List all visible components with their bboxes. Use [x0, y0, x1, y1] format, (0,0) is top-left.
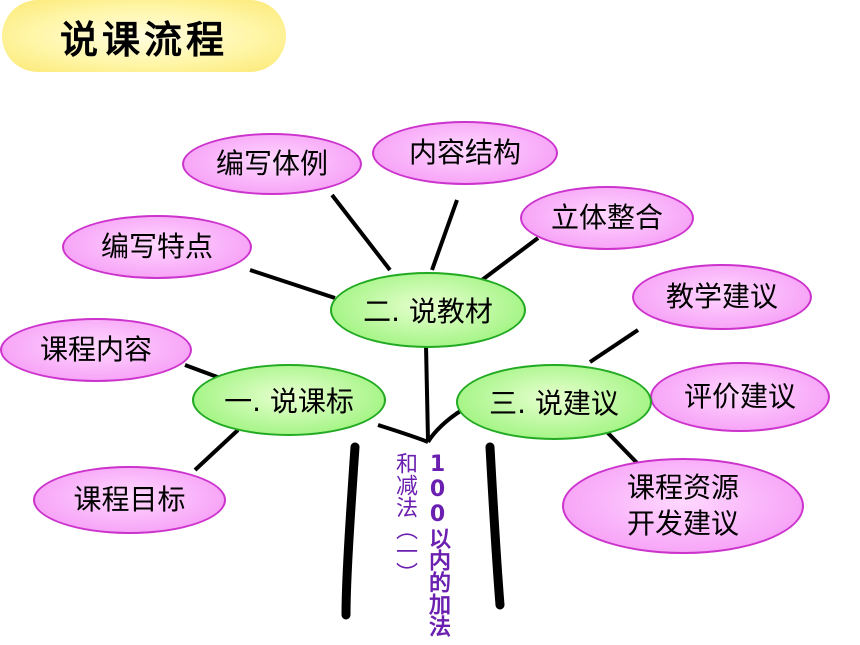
- leaf-label-line2: 开发建议: [626, 507, 739, 540]
- leaf-write-feature[interactable]: 编写特点: [62, 215, 252, 279]
- line-teaching: [588, 328, 640, 364]
- leaf-integration[interactable]: 立体整合: [520, 186, 694, 250]
- main-curriculum-standard[interactable]: 一. 说课标: [192, 364, 386, 436]
- leaf-label: 编写特点: [100, 230, 213, 263]
- main-label: 三. 说建议: [489, 387, 619, 420]
- leaf-course-goal[interactable]: 课程目标: [33, 466, 226, 534]
- main-label: 二. 说教材: [363, 295, 493, 328]
- line-write-feature: [249, 268, 336, 300]
- center-topic-line2: 100以内的加法: [425, 452, 450, 637]
- stem-left: [377, 423, 429, 444]
- leaf-content-structure[interactable]: 内容结构: [372, 121, 558, 185]
- leaf-label-line1: 课程资源: [626, 471, 739, 504]
- leaf-resource-suggestion[interactable]: 课程资源 开发建议: [562, 458, 804, 554]
- leaf-label: 编写体例: [215, 147, 328, 180]
- title-banner: 说课流程: [2, 0, 286, 72]
- leaf-label: 立体整合: [550, 201, 663, 234]
- main-label: 一. 说课标: [224, 385, 354, 418]
- trunk-right: [485, 442, 505, 610]
- main-textbook[interactable]: 二. 说教材: [330, 272, 526, 348]
- leaf-write-style[interactable]: 编写体例: [182, 133, 362, 195]
- line-course-goal: [193, 428, 240, 472]
- page-title: 说课流程: [59, 16, 228, 62]
- stem-textbook: [424, 344, 430, 441]
- leaf-evaluation-suggestion[interactable]: 评价建议: [650, 362, 830, 432]
- leaf-teaching-suggestion[interactable]: 教学建议: [632, 264, 812, 330]
- leaf-label: 评价建议: [683, 380, 796, 413]
- line-integration: [480, 236, 540, 282]
- main-suggestions[interactable]: 三. 说建议: [456, 364, 652, 440]
- line-write-style: [330, 193, 392, 272]
- leaf-label: 教学建议: [665, 280, 778, 313]
- leaf-label: 课程内容: [39, 333, 152, 366]
- leaf-label: 内容结构: [408, 136, 521, 169]
- leaf-course-content[interactable]: 课程内容: [0, 318, 192, 382]
- center-topic-line1: 和减法（一）: [392, 452, 417, 584]
- trunk-left: [341, 442, 360, 620]
- line-resource: [605, 430, 642, 468]
- line-content-structure: [430, 199, 459, 271]
- stem-right: [426, 408, 464, 444]
- leaf-label: 课程目标: [73, 483, 186, 516]
